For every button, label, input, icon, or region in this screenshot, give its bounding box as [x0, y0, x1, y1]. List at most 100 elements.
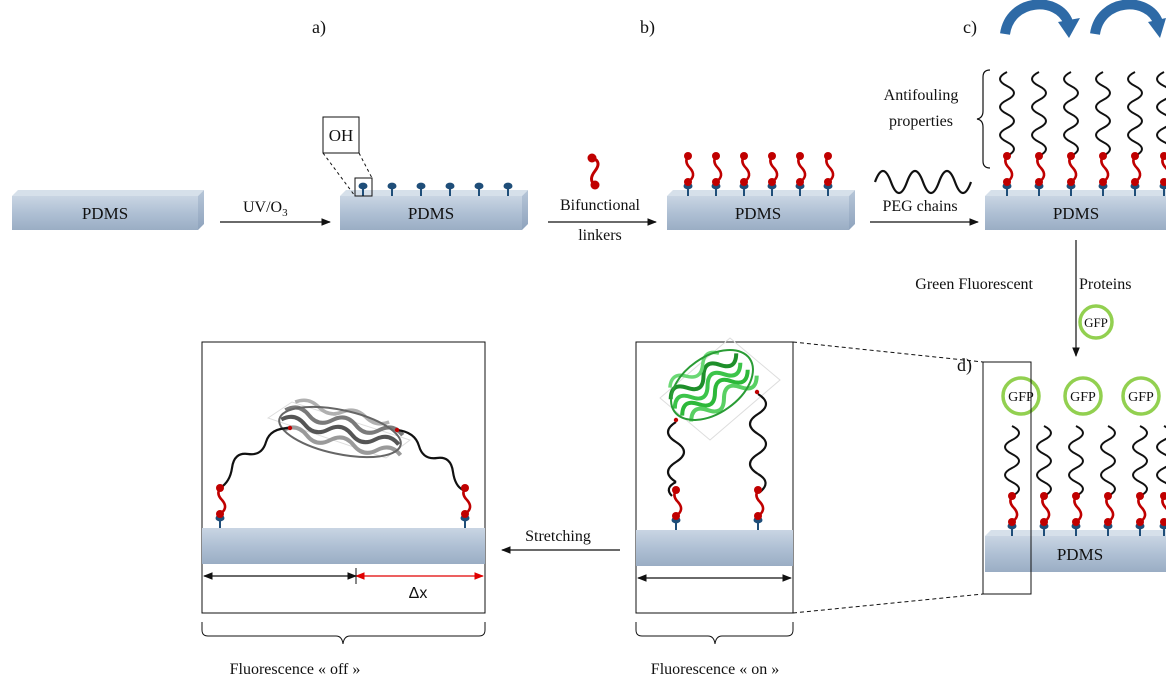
hydroxyl-anchor [387, 182, 397, 196]
protein-on-icon [659, 337, 781, 441]
protein-off-icon [266, 398, 412, 459]
oh-label: OH [329, 126, 354, 145]
peg-chain [1127, 71, 1143, 157]
fluorescence-off-label: Fluorescence « off » [230, 661, 361, 678]
svg-text:UV/O3: UV/O3 [243, 199, 288, 219]
pdms-label-5: PDMS [1057, 545, 1103, 564]
gfp-ring-label: GFP [1084, 315, 1108, 330]
linkers-label-2: linkers [578, 227, 622, 244]
linkers-label-1: Bifunctional [560, 197, 641, 214]
hydroxyl-anchor [445, 182, 455, 196]
gfp-arrow-label-1: Green Fluorescent [915, 276, 1033, 293]
pdms-label-1: PDMS [82, 204, 128, 223]
panel-fluorescence-on [635, 337, 794, 614]
uv-ozone-arrow: UV/O3 [220, 199, 331, 226]
stretching-label: Stretching [525, 528, 591, 545]
antifouling-bracket: Antifouling properties [884, 69, 991, 169]
linker-molecule [1159, 152, 1166, 196]
antifouling-label-1: Antifouling [884, 87, 959, 104]
pdms-substrate-gfp: PDMS [985, 530, 1166, 572]
linker-molecule [671, 486, 683, 530]
linker-molecule [215, 484, 227, 528]
linker-molecule [1071, 492, 1083, 536]
oh-callout: OH [322, 116, 373, 197]
hydroxyl-groups [358, 182, 513, 196]
uv-label: UV/O [243, 199, 282, 216]
pdms-label-3: PDMS [735, 204, 781, 223]
linker-molecule [1159, 492, 1166, 536]
peg-chain [1156, 71, 1166, 157]
linker-molecule [1034, 152, 1046, 196]
linker-molecule [1007, 492, 1019, 536]
linker-molecule [1130, 152, 1142, 196]
hydroxyl-anchor [358, 182, 368, 196]
linker-molecule [460, 484, 472, 528]
linker-molecule [823, 152, 835, 196]
linkers-off [215, 484, 472, 528]
step-label-b: b) [640, 17, 655, 38]
linker-molecule [1098, 152, 1110, 196]
linker-molecule [1103, 492, 1115, 536]
fluorescence-on-label: Fluorescence « on » [651, 661, 779, 678]
bracket-on [635, 622, 794, 645]
peg-chain [1004, 425, 1020, 497]
gfp-ring [1063, 376, 1103, 416]
pdms-label-2: PDMS [408, 204, 454, 223]
peg-chain [1031, 71, 1047, 157]
linker-molecule [1135, 492, 1147, 536]
gfp-arrow-label-2: Proteins [1079, 276, 1131, 293]
uv-subscript: 3 [282, 207, 288, 219]
linker-molecule [767, 152, 779, 196]
gfp-ring [1001, 376, 1041, 416]
peg-chain [1063, 71, 1079, 157]
hydroxyl-anchor [416, 182, 426, 196]
gfp-addition-arrow: Green Fluorescent Proteins GFP [915, 240, 1131, 357]
peg-chain [999, 71, 1015, 157]
linker-row-b [683, 152, 835, 196]
pdms-substrate-activated: PDMS [340, 190, 528, 230]
linker-molecule [1002, 152, 1014, 196]
gfp-label: GFP [1070, 390, 1096, 405]
peg-chain [1036, 425, 1052, 497]
linker-molecule [683, 152, 695, 196]
bracket-off [201, 622, 486, 645]
pdms-substrate-linkers: PDMS [667, 190, 855, 230]
step-label-a: a) [312, 17, 326, 38]
width-arrow-off: Δx [203, 568, 484, 602]
gfp-ring [1121, 376, 1161, 416]
gfp-label: GFP [1008, 390, 1034, 405]
peg-chain [1100, 425, 1116, 497]
linker-molecule [795, 152, 807, 196]
stretching-arrow: Stretching [501, 528, 620, 554]
antifouling-flow-arrows [1000, 0, 1166, 38]
step-label-d: d) [957, 355, 972, 376]
step-label-c: c) [963, 17, 977, 38]
linker-molecule [753, 486, 765, 530]
linker-molecule [739, 152, 751, 196]
zoom-box-d [982, 361, 1032, 595]
linker-molecule [1066, 152, 1078, 196]
hydroxyl-anchor [474, 182, 484, 196]
peg-chain [1095, 71, 1111, 157]
bifunctional-linkers-arrow: Bifunctional linkers [548, 153, 657, 244]
gfp-rings-d: GFP GFP GFP [1001, 376, 1161, 416]
peg-chain [1132, 425, 1148, 497]
pdms-substrate-peg: PDMS [985, 190, 1166, 230]
peg-row-c [999, 71, 1166, 196]
delta-x-label: Δx [409, 585, 428, 602]
pdms-substrate-raw: PDMS [12, 190, 204, 230]
free-peg-chain-icon [873, 169, 973, 195]
peg-label: PEG chains [882, 198, 957, 215]
peg-chain [1068, 425, 1084, 497]
panel-fluorescence-off [201, 341, 486, 614]
linker-molecule [1039, 492, 1051, 536]
linkers-on [671, 486, 765, 530]
gfp-ring-icon [1078, 304, 1114, 340]
peg-chain [1156, 425, 1166, 497]
gfp-label: GFP [1128, 390, 1154, 405]
peg-chains-arrow: PEG chains [870, 169, 979, 226]
pdms-label-4: PDMS [1053, 204, 1099, 223]
linker-molecule [711, 152, 723, 196]
antifouling-label-2: properties [889, 113, 953, 130]
